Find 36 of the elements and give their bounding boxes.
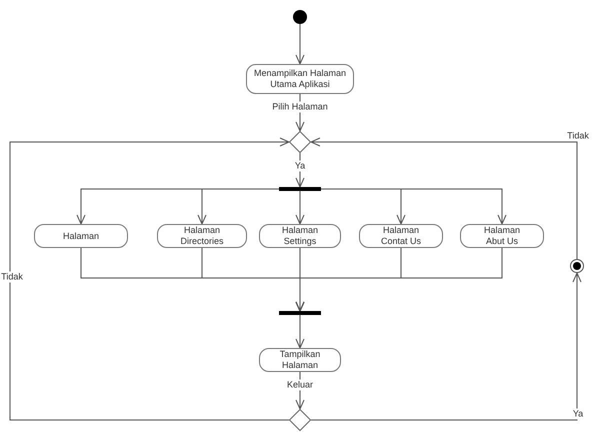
action-node [359, 224, 443, 248]
action-label: Halaman Settings [280, 225, 320, 247]
flow-arrow [320, 188, 506, 224]
flow-arrow [296, 190, 304, 224]
action-label: Halaman [62, 230, 100, 242]
action-node [460, 224, 544, 248]
edge-label: Ya [572, 408, 584, 420]
edge-label: Ya [294, 160, 306, 172]
edge-label: Tidak [0, 272, 24, 282]
action-node [259, 224, 341, 248]
flow-arrow [310, 272, 582, 420]
action-node [259, 348, 341, 372]
action-node [34, 224, 128, 248]
synchronization-bar [279, 187, 321, 191]
edge-label: Keluar [286, 380, 314, 390]
flow-arrow [296, 24, 304, 64]
edge-label: Pilih Halaman [271, 102, 329, 112]
flow-arrow [198, 188, 280, 224]
action-label: Tampilkan Halaman [278, 349, 322, 371]
synchronization-bar [279, 311, 321, 315]
edge-label: Tidak [566, 130, 590, 142]
flow-arrow [296, 152, 304, 188]
action-label: Halaman Contat Us [380, 225, 422, 247]
action-label: Halaman Directories [179, 225, 224, 247]
action-label: Menampilkan Halaman Utama Aplikasi [252, 68, 348, 90]
flow-arrow [310, 138, 578, 260]
decision-diamond [289, 409, 311, 431]
action-node [157, 224, 247, 248]
decision-diamond [289, 131, 311, 153]
flow-arrow [296, 248, 502, 312]
action-label: Halaman Abut Us [482, 225, 522, 247]
flow-arrow [10, 138, 290, 420]
final-node [570, 259, 584, 273]
action-node [246, 64, 354, 94]
initial-node [293, 10, 307, 24]
flow-arrow [296, 314, 304, 348]
